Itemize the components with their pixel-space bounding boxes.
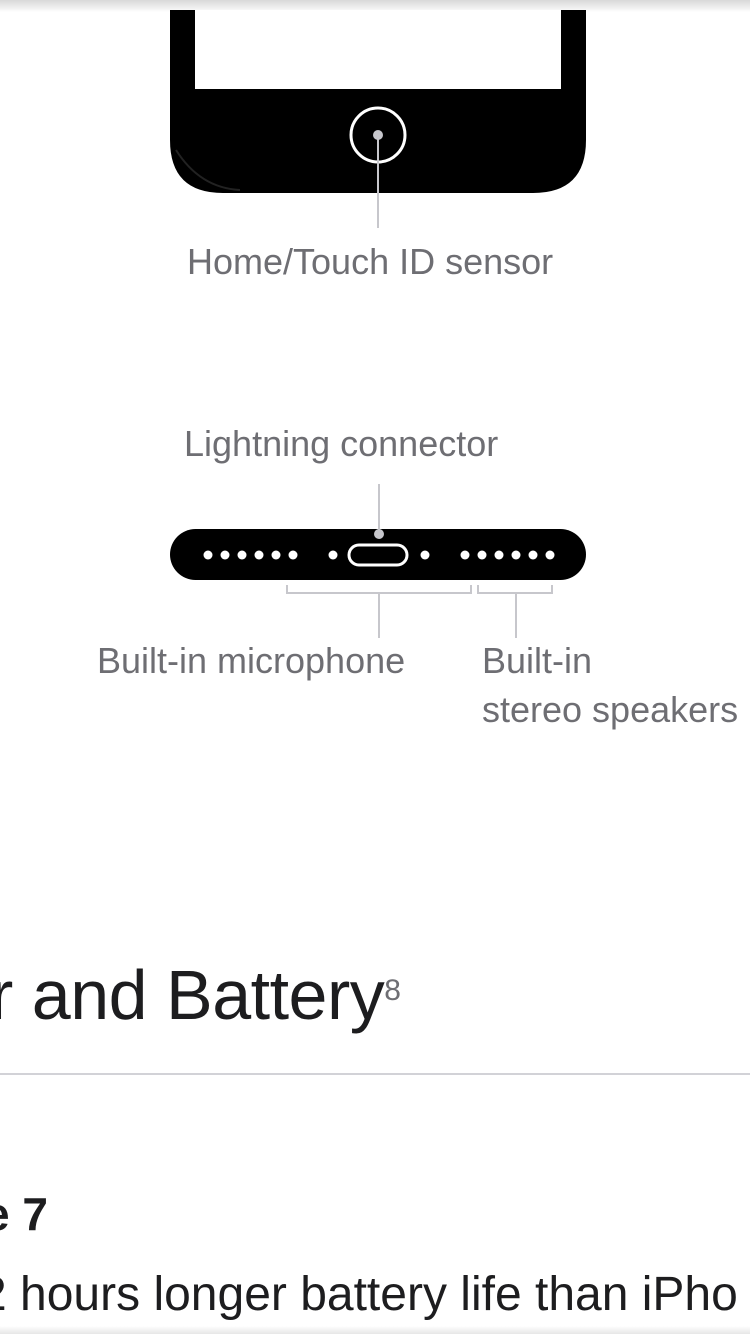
lightning-leader bbox=[374, 484, 384, 539]
model-name: e 7 bbox=[0, 1188, 48, 1240]
section-title-text: r and Battery bbox=[0, 956, 385, 1034]
mic-hole-left bbox=[328, 550, 338, 560]
speakers-label-line2: stereo speakers bbox=[482, 689, 739, 730]
speaker-grille-left bbox=[203, 550, 298, 560]
section-heading: r and Battery8 bbox=[0, 950, 401, 1040]
iphone-diagram bbox=[170, 10, 586, 638]
phone-front-bottom bbox=[170, 10, 586, 193]
home-touch-id-label: Home/Touch ID sensor bbox=[187, 241, 554, 282]
phone-bottom-edge bbox=[170, 529, 586, 580]
microphone-label: Built-in microphone bbox=[97, 640, 406, 681]
mic-bracket bbox=[286, 585, 472, 638]
footnote-marker[interactable]: 8 bbox=[384, 974, 401, 1007]
bottom-scroll-edge bbox=[0, 1326, 750, 1334]
speaker-bracket bbox=[477, 585, 553, 638]
top-scroll-edge bbox=[0, 0, 750, 12]
speaker-grille-right bbox=[460, 550, 555, 560]
section-divider bbox=[0, 1073, 750, 1075]
lightning-connector-label: Lightning connector bbox=[184, 423, 499, 464]
lightning-port bbox=[347, 543, 409, 567]
mic-hole-right bbox=[420, 550, 430, 560]
speakers-label-line1: Built-in bbox=[482, 640, 593, 681]
battery-description: 2 hours longer battery life than iPho bbox=[0, 1268, 738, 1321]
